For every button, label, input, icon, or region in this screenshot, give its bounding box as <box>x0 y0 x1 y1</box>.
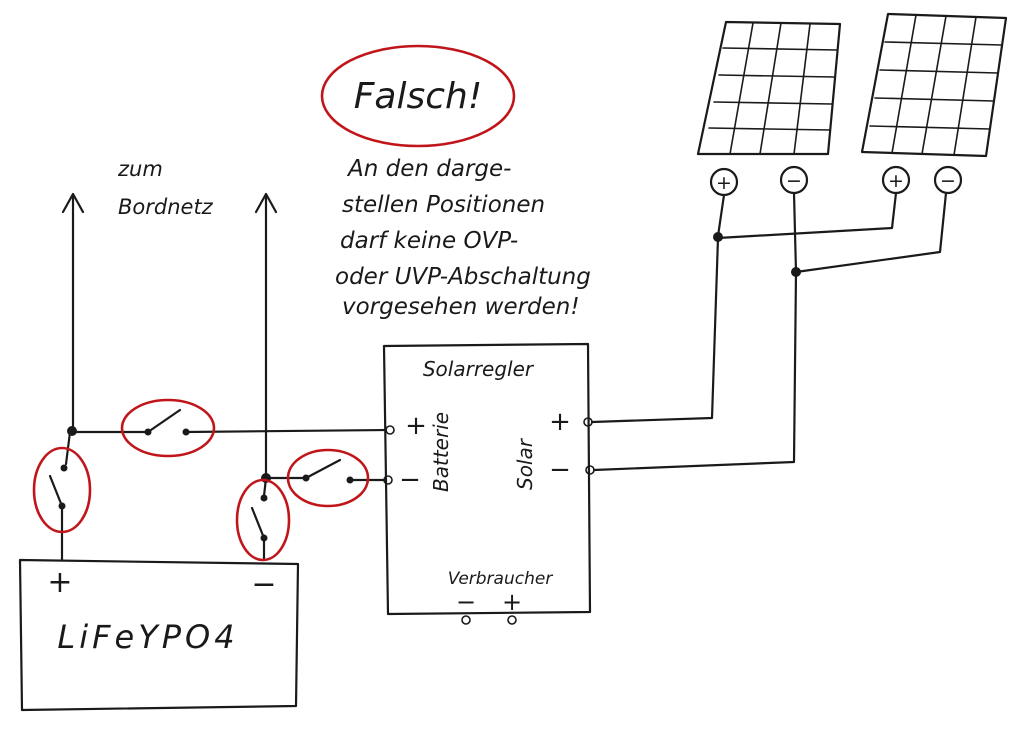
note-line-2: stellen Positionen <box>342 192 545 218</box>
solar-panel-1 <box>696 20 842 156</box>
switch-plus-line <box>120 398 216 458</box>
panel2-minus-terminal: − <box>940 170 956 192</box>
note-line-3: darf keine OVP- <box>340 228 518 254</box>
controller-load-plus: + <box>502 588 522 616</box>
switch-battery-plus-highlight <box>32 446 92 534</box>
battery-minus-label: − <box>251 567 276 602</box>
bordnetz-line-1: zum <box>117 157 163 181</box>
switch-battery-plus <box>32 446 92 534</box>
switch-minus-line <box>286 448 370 508</box>
solar-panel-2 <box>860 12 1008 158</box>
battery-plus-label: + <box>47 565 72 600</box>
switch-battery-minus-highlight <box>235 478 291 562</box>
controller-battery-minus: − <box>399 465 421 495</box>
battery-box <box>18 558 300 712</box>
controller-title: Solarregler <box>423 357 535 381</box>
junction-solar-plus <box>713 232 723 242</box>
note-line-4: oder UVP-Abschaltung <box>335 264 591 290</box>
controller-battery-label: Batterie <box>429 412 453 492</box>
note-line-1: An den darge- <box>346 156 511 182</box>
terminal-load-plus <box>507 615 517 625</box>
controller-solar-plus: + <box>549 407 571 437</box>
battery: + − LiFeYPO4 <box>18 558 300 712</box>
wire-solar-minus <box>592 191 948 472</box>
switch-plus-line-highlight <box>120 398 216 458</box>
switch-battery-minus <box>235 478 291 562</box>
controller-load-minus: − <box>456 588 476 616</box>
falsch-highlight-ellipse <box>320 44 516 148</box>
falsch-title: Falsch! <box>354 76 483 117</box>
battery-label: LiFeYPO4 <box>57 618 238 656</box>
controller-load-label: Verbraucher <box>448 569 554 589</box>
wire-solar-plus <box>590 191 898 424</box>
controller-solar-label: Solar <box>513 437 537 490</box>
bordnetz-arrow-right <box>254 192 278 480</box>
controller-box <box>382 342 592 616</box>
panel1-plus-terminal: + <box>716 172 732 194</box>
panel-terminals: + − + − <box>709 165 963 197</box>
bordnetz-label: zum Bordnetz <box>117 157 214 219</box>
panel1-minus-terminal: − <box>786 170 802 192</box>
bordnetz-arrow-left <box>61 192 85 432</box>
junction-plus <box>67 426 77 436</box>
terminal-load-minus <box>461 615 471 625</box>
controller-solar-minus: − <box>549 455 571 485</box>
note-line-5: vorgesehen werden! <box>342 294 580 320</box>
falsch-callout: Falsch! <box>320 44 516 148</box>
junction-solar-minus <box>791 267 801 277</box>
solar-controller: Solarregler + − Batterie Solar + − Verbr… <box>382 342 595 625</box>
controller-battery-plus: + <box>405 411 427 441</box>
panel2-plus-terminal: + <box>888 170 904 192</box>
bordnetz-line-2: Bordnetz <box>118 195 214 219</box>
switch-minus-line-highlight <box>286 448 370 508</box>
terminal-battery-plus <box>385 425 395 435</box>
warning-note: An den darge- stellen Positionen darf ke… <box>335 156 591 320</box>
